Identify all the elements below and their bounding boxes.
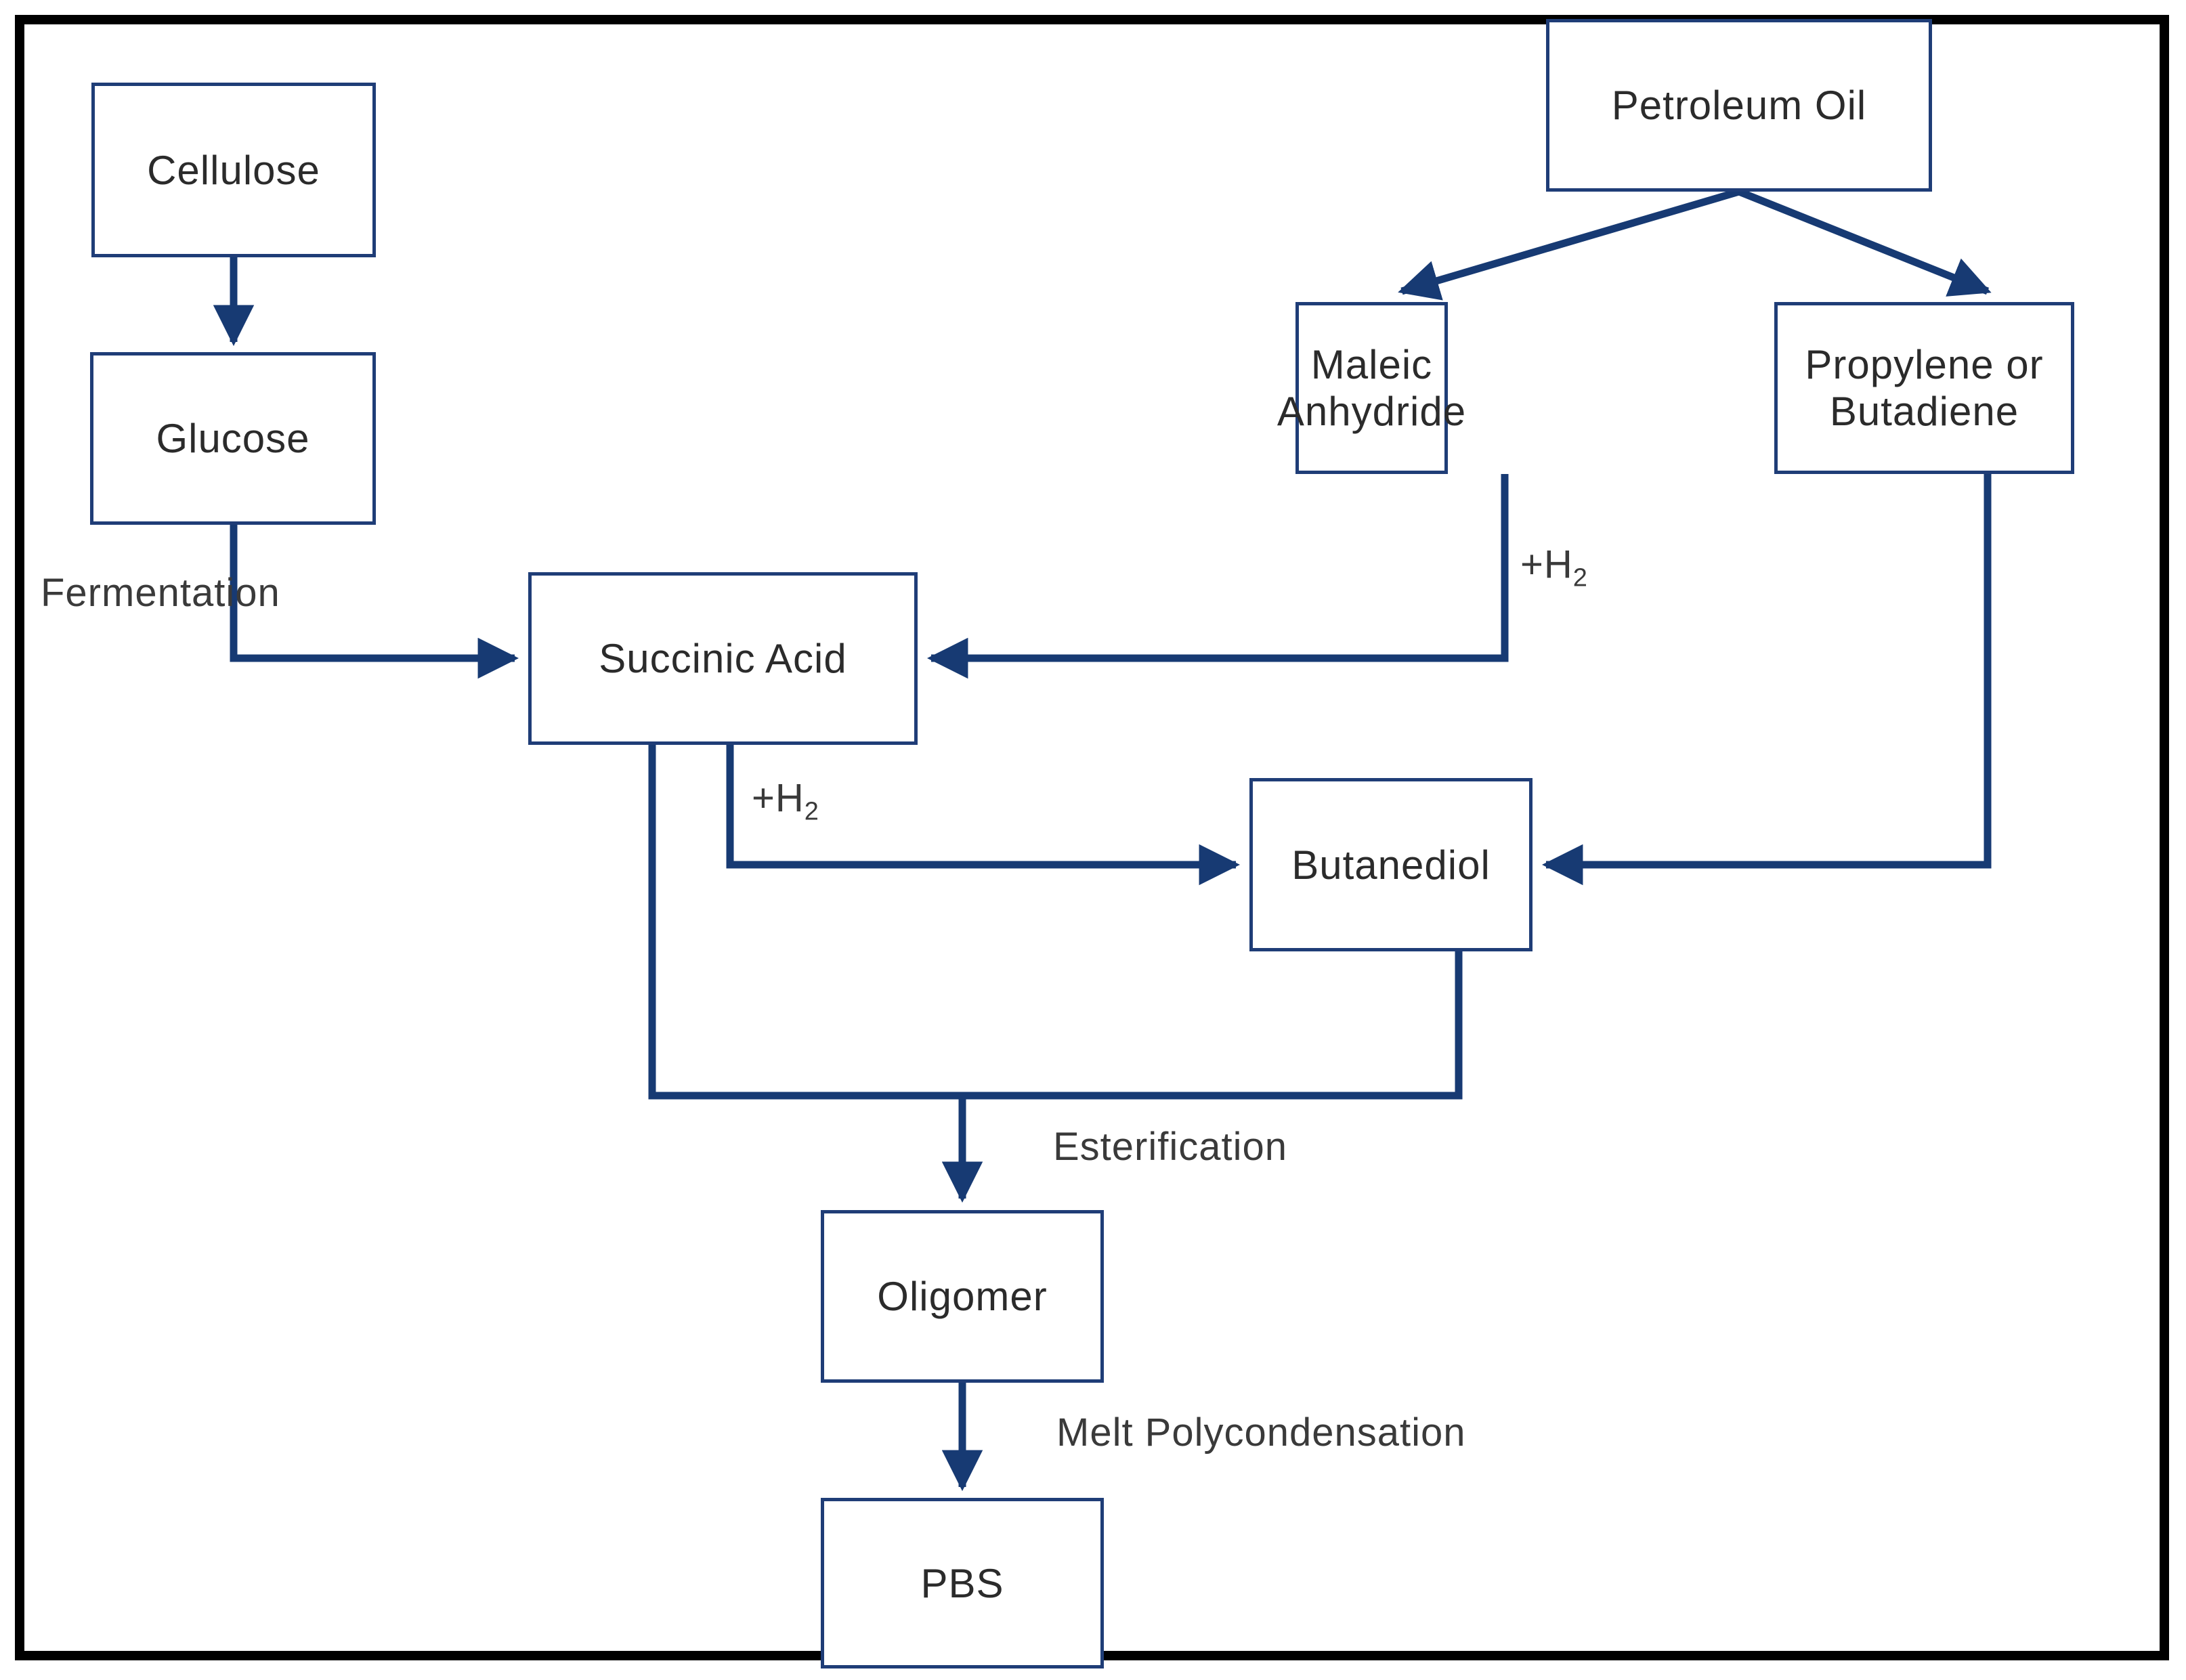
node-label-butanediol: Butanediol	[1291, 842, 1491, 888]
node-label-cellulose: Cellulose	[147, 147, 320, 193]
connector-petroleum-to-maleic-anhydride	[1398, 188, 1740, 301]
edge-label-esterification-text: Esterification	[1053, 1125, 1288, 1169]
edge-label-h2-maleic-subscript: 2	[1572, 563, 1588, 593]
connector-succinic-acid-to-butanediol	[726, 745, 1241, 886]
node-oligomer[interactable]: Oligomer	[821, 1210, 1104, 1383]
edge-label-h2-maleic-text: +H	[1520, 542, 1573, 586]
connector-butanediol-to-esterification-bus	[962, 951, 1463, 1100]
edge-label-h2-succinic-subscript: 2	[804, 797, 819, 826]
connector-succinic-acid-to-esterification-bus	[648, 745, 962, 1100]
node-label-succinic-acid: Succinic Acid	[599, 636, 847, 681]
node-succinic-acid[interactable]: Succinic Acid	[528, 572, 918, 745]
node-cellulose[interactable]: Cellulose	[91, 83, 376, 257]
node-label-petroleum-oil: Petroleum Oil	[1611, 83, 1867, 128]
node-label-oligomer: Oligomer	[877, 1274, 1048, 1319]
edge-label-h2-succinic-text: +H	[752, 776, 805, 820]
edge-label-fermentation: Fermentation	[41, 570, 280, 616]
node-label-glucose: Glucose	[156, 416, 310, 461]
connector-glucose-to-succinic-acid	[230, 525, 519, 679]
node-label-maleic-anhydride: Maleic Anhydride	[1277, 342, 1467, 434]
node-glucose[interactable]: Glucose	[90, 352, 376, 525]
edge-label-esterification: Esterification	[1053, 1124, 1287, 1169]
node-pbs[interactable]: PBS	[821, 1498, 1104, 1668]
node-label-pbs: PBS	[920, 1560, 1004, 1606]
edge-label-fermentation-text: Fermentation	[41, 571, 280, 615]
edge-label-h2-maleic: +H2	[1520, 542, 1588, 593]
edge-label-melt-polycondensation-text: Melt Polycondensation	[1056, 1410, 1466, 1455]
node-maleic-anhydride[interactable]: Maleic Anhydride	[1277, 302, 1465, 474]
connector-petroleum-to-propylene-butadiene	[1737, 188, 1992, 297]
connector-maleic-anhydride-to-succinic-acid	[926, 474, 1509, 679]
diagram-frame-border	[15, 15, 2169, 1660]
node-petroleum-oil[interactable]: Petroleum Oil	[1546, 19, 1932, 192]
node-label-propylene-butadiene: Propylene or Butadiene	[1805, 342, 2044, 434]
connector-propylene-butadiene-to-butanediol	[1541, 474, 1992, 886]
node-butanediol[interactable]: Butanediol	[1249, 778, 1533, 951]
node-propylene-butadiene[interactable]: Propylene or Butadiene	[1774, 302, 2074, 474]
edge-label-h2-succinic: +H2	[752, 775, 819, 827]
edge-label-melt-polycondensation: Melt Polycondensation	[1056, 1410, 1466, 1455]
